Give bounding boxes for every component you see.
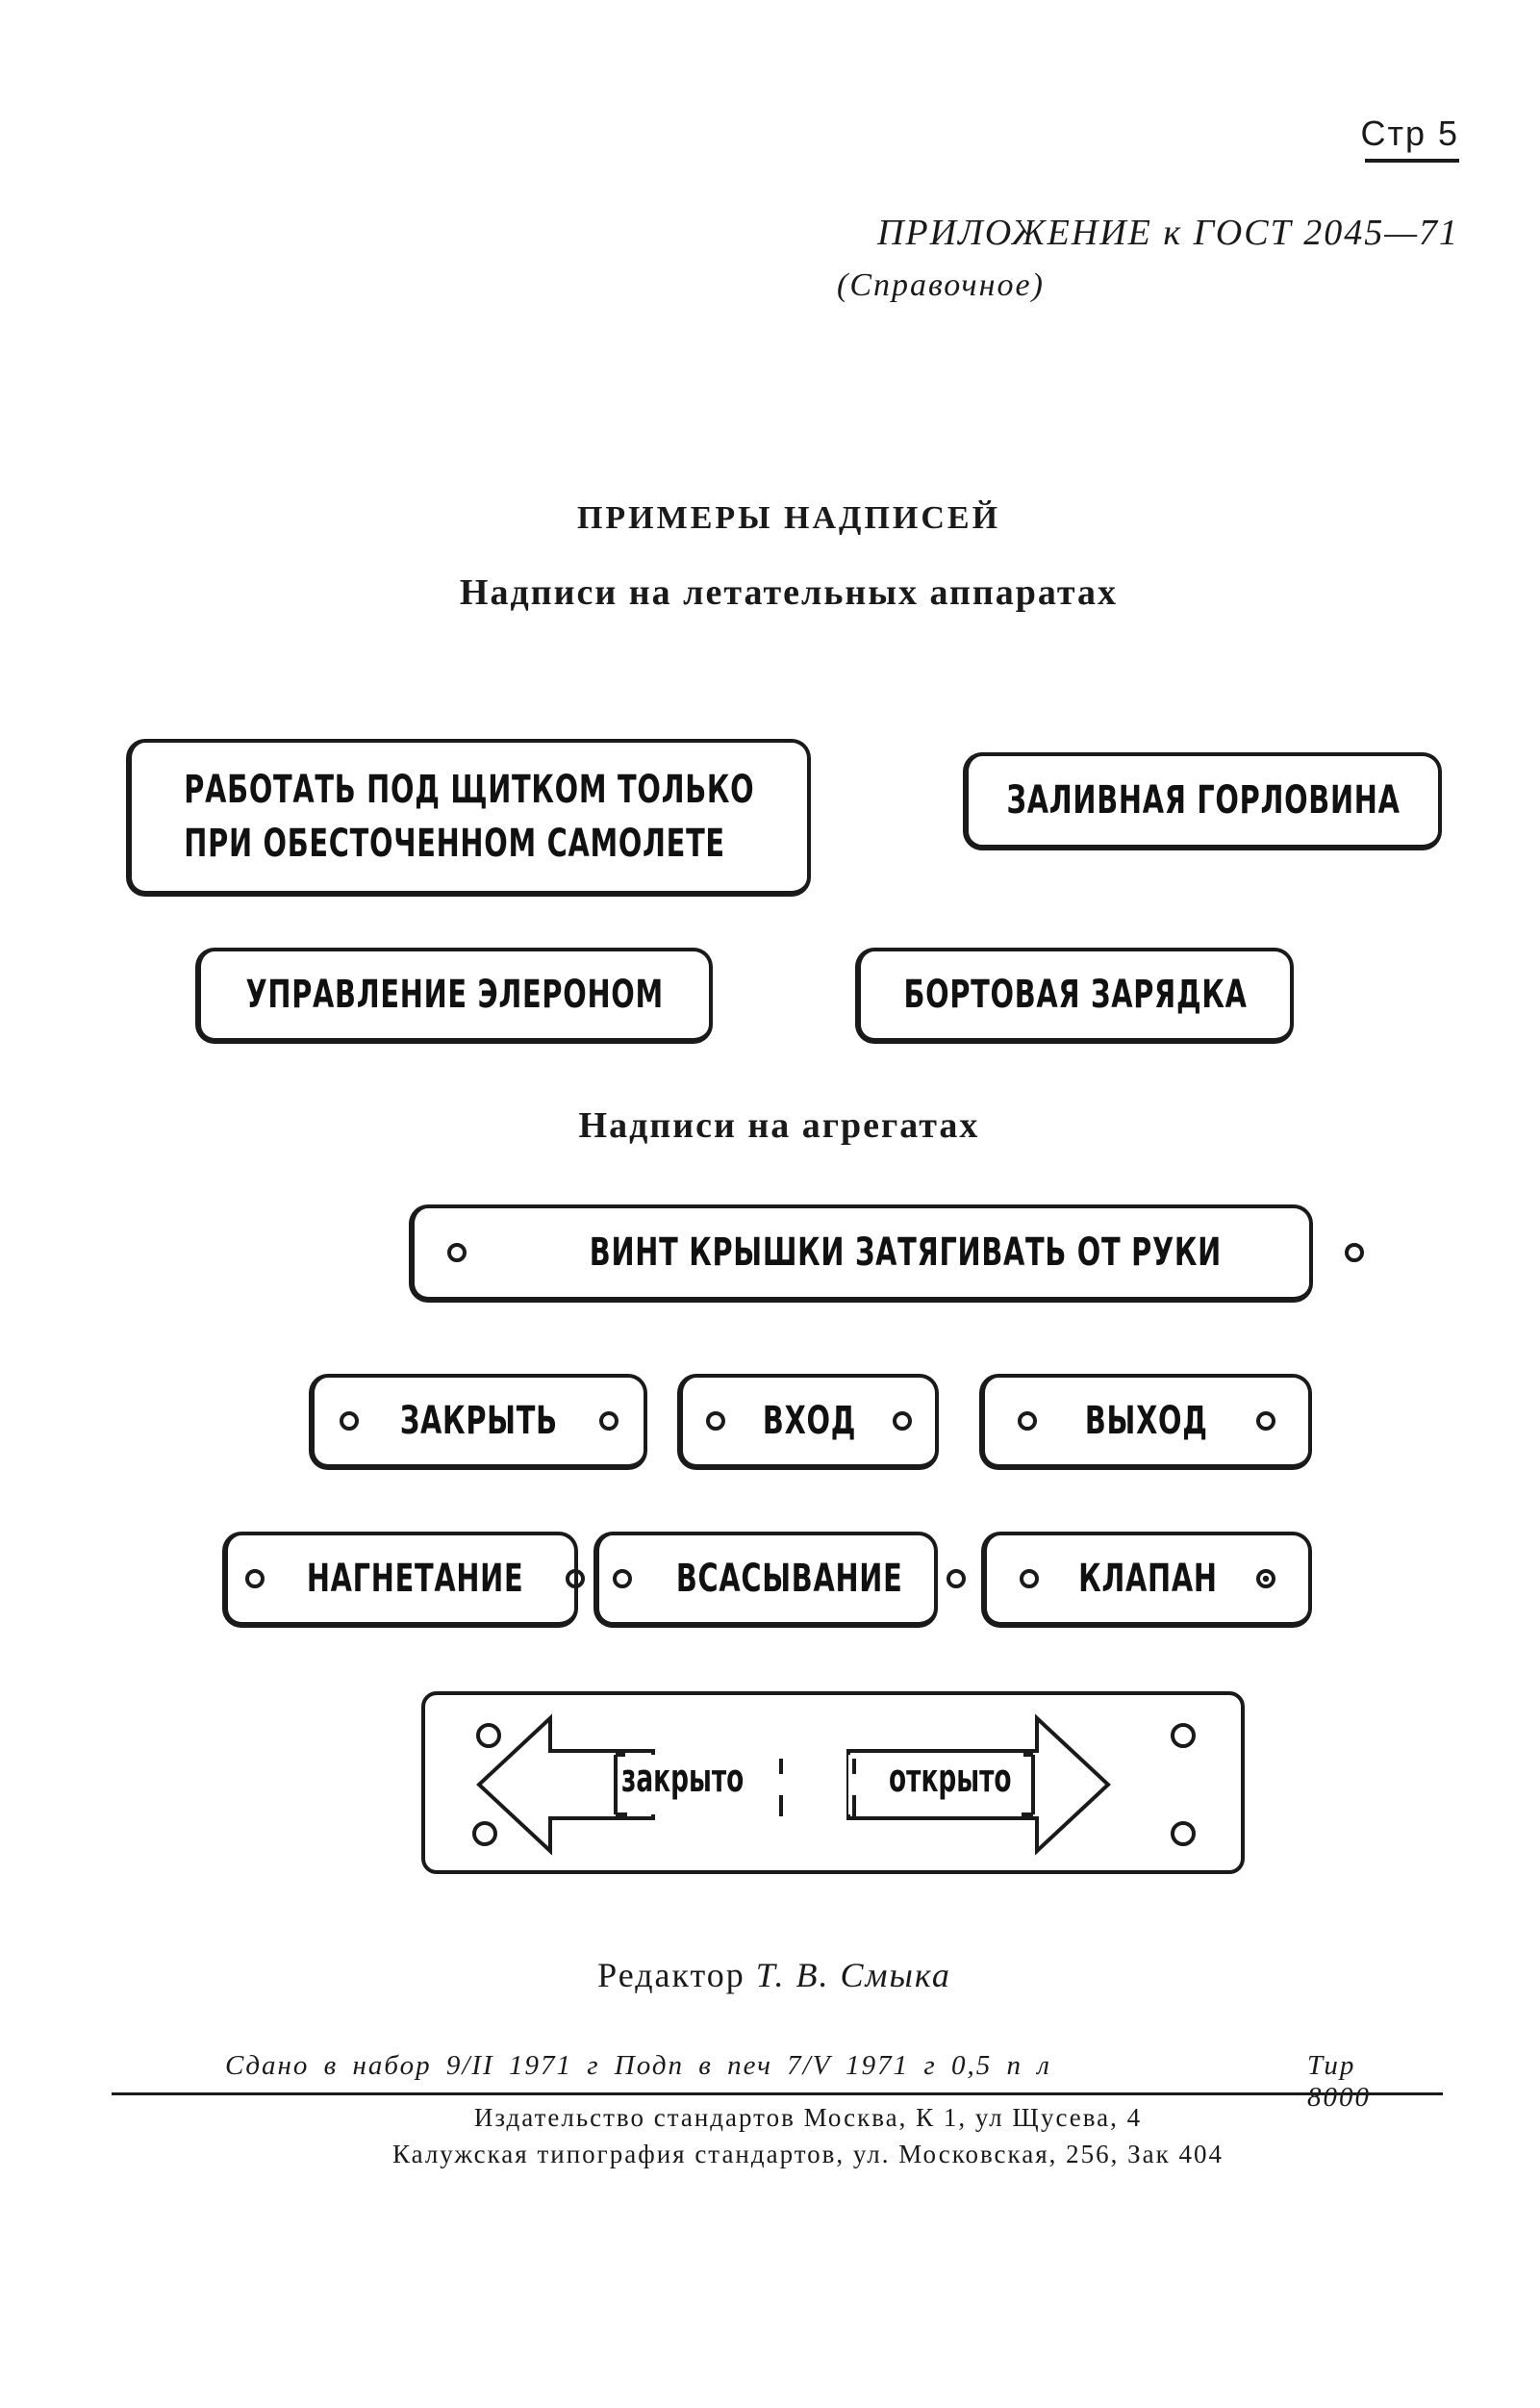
plate-valve: КЛАПАН	[981, 1532, 1312, 1628]
printer-line: Калужская типография стандартов, ул. Мос…	[391, 2140, 1224, 2168]
valve-position-panel: закрыто открыто	[421, 1691, 1245, 1874]
mounting-hole-icon	[893, 1411, 912, 1431]
publisher-line: Издательство стандартов Москва, К 1, ул …	[473, 2103, 1143, 2132]
plate-cap-screw: ВИНТ КРЫШКИ ЗАТЯГИВАТЬ ОТ РУКИ	[409, 1204, 1364, 1303]
page-number: Стр 5	[1360, 114, 1459, 153]
plate-aileron-label: УПРАВЛЕНИЕ ЭЛЕРОНОМ	[245, 973, 665, 1017]
plate-close-label: ЗАКРЫТЬ	[400, 1399, 558, 1443]
editor-label: Редактор	[597, 1956, 745, 1994]
plate-outlet: ВЫХОД	[979, 1374, 1312, 1470]
open-label: открыто	[889, 1757, 1074, 1801]
plate-cap-screw-label: ВИНТ КРЫШКИ ЗАТЯГИВАТЬ ОТ РУКИ	[589, 1230, 1222, 1275]
plate-onboard-charge: БОРТОВАЯ ЗАРЯДКА	[855, 948, 1294, 1044]
open-label-text: открыто	[889, 1757, 1012, 1801]
mounting-hole-icon	[1020, 1569, 1039, 1588]
plate-inlet: ВХОД	[677, 1374, 939, 1470]
mounting-hole-icon	[566, 1569, 586, 1588]
editor-line: Редактор Т. В. Смыка	[0, 1955, 1540, 1995]
arrow-right-icon	[846, 1713, 1111, 1856]
mounting-hole-icon	[472, 1821, 497, 1846]
plate-close: ЗАКРЫТЬ	[309, 1374, 647, 1470]
mounting-hole-icon	[1018, 1411, 1037, 1431]
mounting-hole-icon	[1171, 1723, 1196, 1748]
mounting-hole-icon	[1171, 1821, 1196, 1846]
mounting-hole-icon	[613, 1569, 632, 1588]
mounting-hole-icon	[947, 1569, 967, 1588]
plate-filler-neck-label: ЗАЛИВНАЯ ГОРЛОВИНА	[1006, 778, 1401, 823]
plate-suction-label: ВСАСЫВАНИЕ	[675, 1557, 903, 1601]
printing-info: Сдано в набор 9/II 1971 г Подп в печ 7/V…	[225, 2050, 1369, 2113]
mounting-hole-icon	[1344, 1243, 1364, 1262]
plate-panel-warning: РАБОТАТЬ ПОД ЩИТКОМ ТОЛЬКО ПРИ ОБЕСТОЧЕН…	[126, 739, 811, 897]
mounting-hole-icon	[245, 1569, 265, 1588]
plate-discharge: НАГНЕТАНИЕ	[222, 1532, 586, 1628]
plate-outlet-label: ВЫХОД	[1085, 1399, 1208, 1443]
plate-onboard-charge-label: БОРТОВАЯ ЗАРЯДКА	[903, 973, 1248, 1017]
mounting-hole-icon	[1256, 1411, 1275, 1431]
closed-label-text: закрыто	[621, 1757, 745, 1801]
plate-aileron: УПРАВЛЕНИЕ ЭЛЕРОНОМ	[195, 948, 713, 1044]
aircraft-section-heading: Надписи на летательных аппаратах	[459, 572, 1119, 613]
closed-label: закрыто	[621, 1757, 807, 1801]
valve-arrows-graphic	[472, 1713, 1196, 1856]
page-number-rule	[1365, 159, 1459, 163]
mounting-hole-filled-icon	[1255, 1569, 1275, 1588]
mounting-hole-icon	[476, 1723, 501, 1748]
plate-suction: ВСАСЫВАНИЕ	[593, 1532, 967, 1628]
reference-note: (Справочное)	[837, 267, 1045, 303]
plate-filler-neck: ЗАЛИВНАЯ ГОРЛОВИНА	[963, 752, 1442, 850]
plate-panel-warning-line1: РАБОТАТЬ ПОД ЩИТКОМ ТОЛЬКО	[184, 768, 755, 812]
footer-rule	[112, 2092, 1443, 2095]
plate-inlet-label: ВХОД	[762, 1399, 856, 1443]
arrow-left-icon	[476, 1713, 655, 1856]
plate-discharge-label: НАГНЕТАНИЕ	[306, 1557, 524, 1601]
mounting-hole-icon	[598, 1411, 619, 1431]
plate-valve-label: КЛАПАН	[1077, 1557, 1218, 1601]
mounting-hole-icon	[340, 1411, 359, 1431]
printing-dates: Сдано в набор 9/II 1971 г Подп в печ 7/V…	[225, 2050, 1051, 2081]
page-title: ПРИМЕРЫ НАДПИСЕЙ	[576, 500, 1001, 536]
units-section-heading: Надписи на агрегатах	[578, 1105, 980, 1146]
appendix-heading: ПРИЛОЖЕНИЕ к ГОСТ 2045—71	[876, 213, 1459, 253]
plate-panel-warning-line2: ПРИ ОБЕСТОЧЕННОМ САМОЛЕТЕ	[184, 822, 726, 866]
editor-name: Т. В. Смыка	[755, 1956, 951, 1994]
mounting-hole-icon	[447, 1243, 467, 1262]
mounting-hole-icon	[706, 1411, 725, 1431]
circulation: Тир 8000	[1307, 2050, 1371, 2113]
